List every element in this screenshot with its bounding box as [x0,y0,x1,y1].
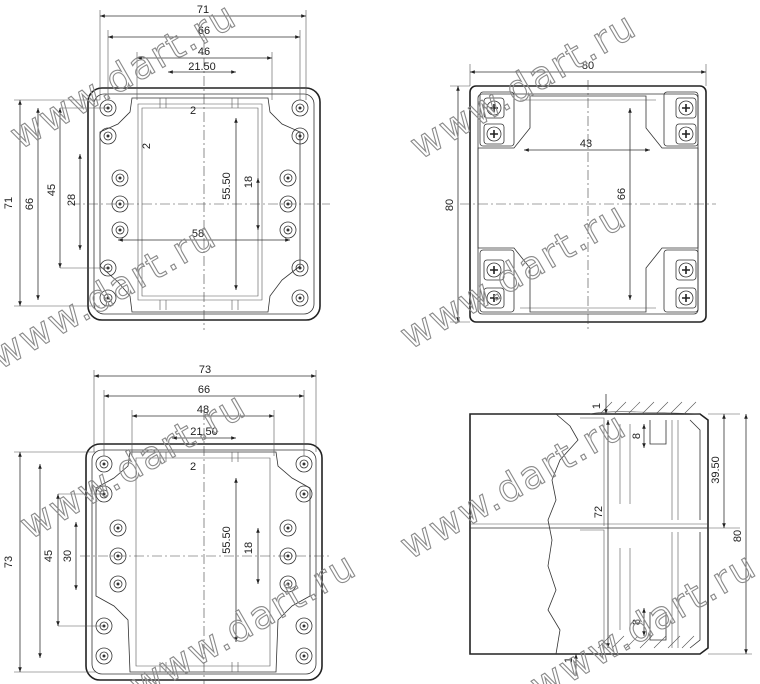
watermark-6: www.dart.ru [393,403,635,568]
dim-bottom-right-39-50: 39.50 [710,456,722,484]
dim-bottom-right-72: 72 [593,506,605,518]
dim-top-left-width-46: 46 [198,46,210,58]
dim-bottom-left-2: 2 [190,461,196,473]
dim-bottom-left-width-73: 73 [199,364,211,376]
dim-bottom-right-1-top: 1 [591,403,603,409]
watermark-7: www.dart.ru [123,543,365,684]
dim-top-left-height-45: 45 [46,184,58,196]
dim-top-left-55-50: 55.50 [221,172,233,200]
dim-top-left-width-66: 66 [198,25,210,37]
dim-bottom-left-55-50: 55.50 [221,526,233,554]
dim-top-left-58: 58 [192,228,204,240]
watermark-1: www.dart.ru [3,0,245,158]
dim-top-left-2a: 2 [190,105,196,117]
dim-top-left-2b: 2 [141,143,153,149]
dim-bottom-left-width-48: 48 [197,404,209,416]
dim-top-left-width-21-50: 21.50 [188,61,216,73]
dim-bottom-right-8-top: 8 [631,433,643,439]
dim-top-left-width-71: 71 [197,4,209,16]
dim-bottom-right-1-bottom: 1 [563,657,575,663]
dim-top-left-18: 18 [243,176,255,188]
view-top-right: 80 43 66 80 [444,60,716,330]
watermark-5: www.dart.ru [13,383,255,548]
dim-top-left-height-66: 66 [24,198,36,210]
watermark-8: www.dart.ru [523,543,760,684]
dim-bottom-left-18: 18 [243,542,255,554]
dim-top-right-height-80: 80 [444,199,456,211]
dim-top-right-43: 43 [580,138,592,150]
view-bottom-right: 1 8 72 39.50 80 8 1 [469,394,752,676]
dim-top-right-66: 66 [616,188,628,200]
dim-bottom-left-width-66: 66 [198,384,210,396]
dim-bottom-left-height-73: 73 [3,556,15,568]
dim-bottom-left-height-30: 30 [62,550,74,562]
watermark-2: www.dart.ru [0,213,224,378]
dim-top-left-height-28: 28 [66,194,78,206]
dim-top-left-height-71: 71 [3,197,15,209]
dim-top-right-width-80: 80 [582,60,594,72]
view-top-left: 71 66 46 21.50 2 71 66 45 28 2 55.50 18 … [3,4,330,330]
view-bottom-left: 73 66 48 21.50 2 73 45 30 55.50 18 [3,364,330,684]
dim-bottom-left-width-21-50: 21.50 [190,426,218,438]
dim-bottom-right-8-bottom: 8 [631,619,643,625]
watermark-4: www.dart.ru [393,193,635,358]
dim-bottom-left-height-45: 45 [43,550,55,562]
dim-bottom-right-80: 80 [732,530,744,542]
